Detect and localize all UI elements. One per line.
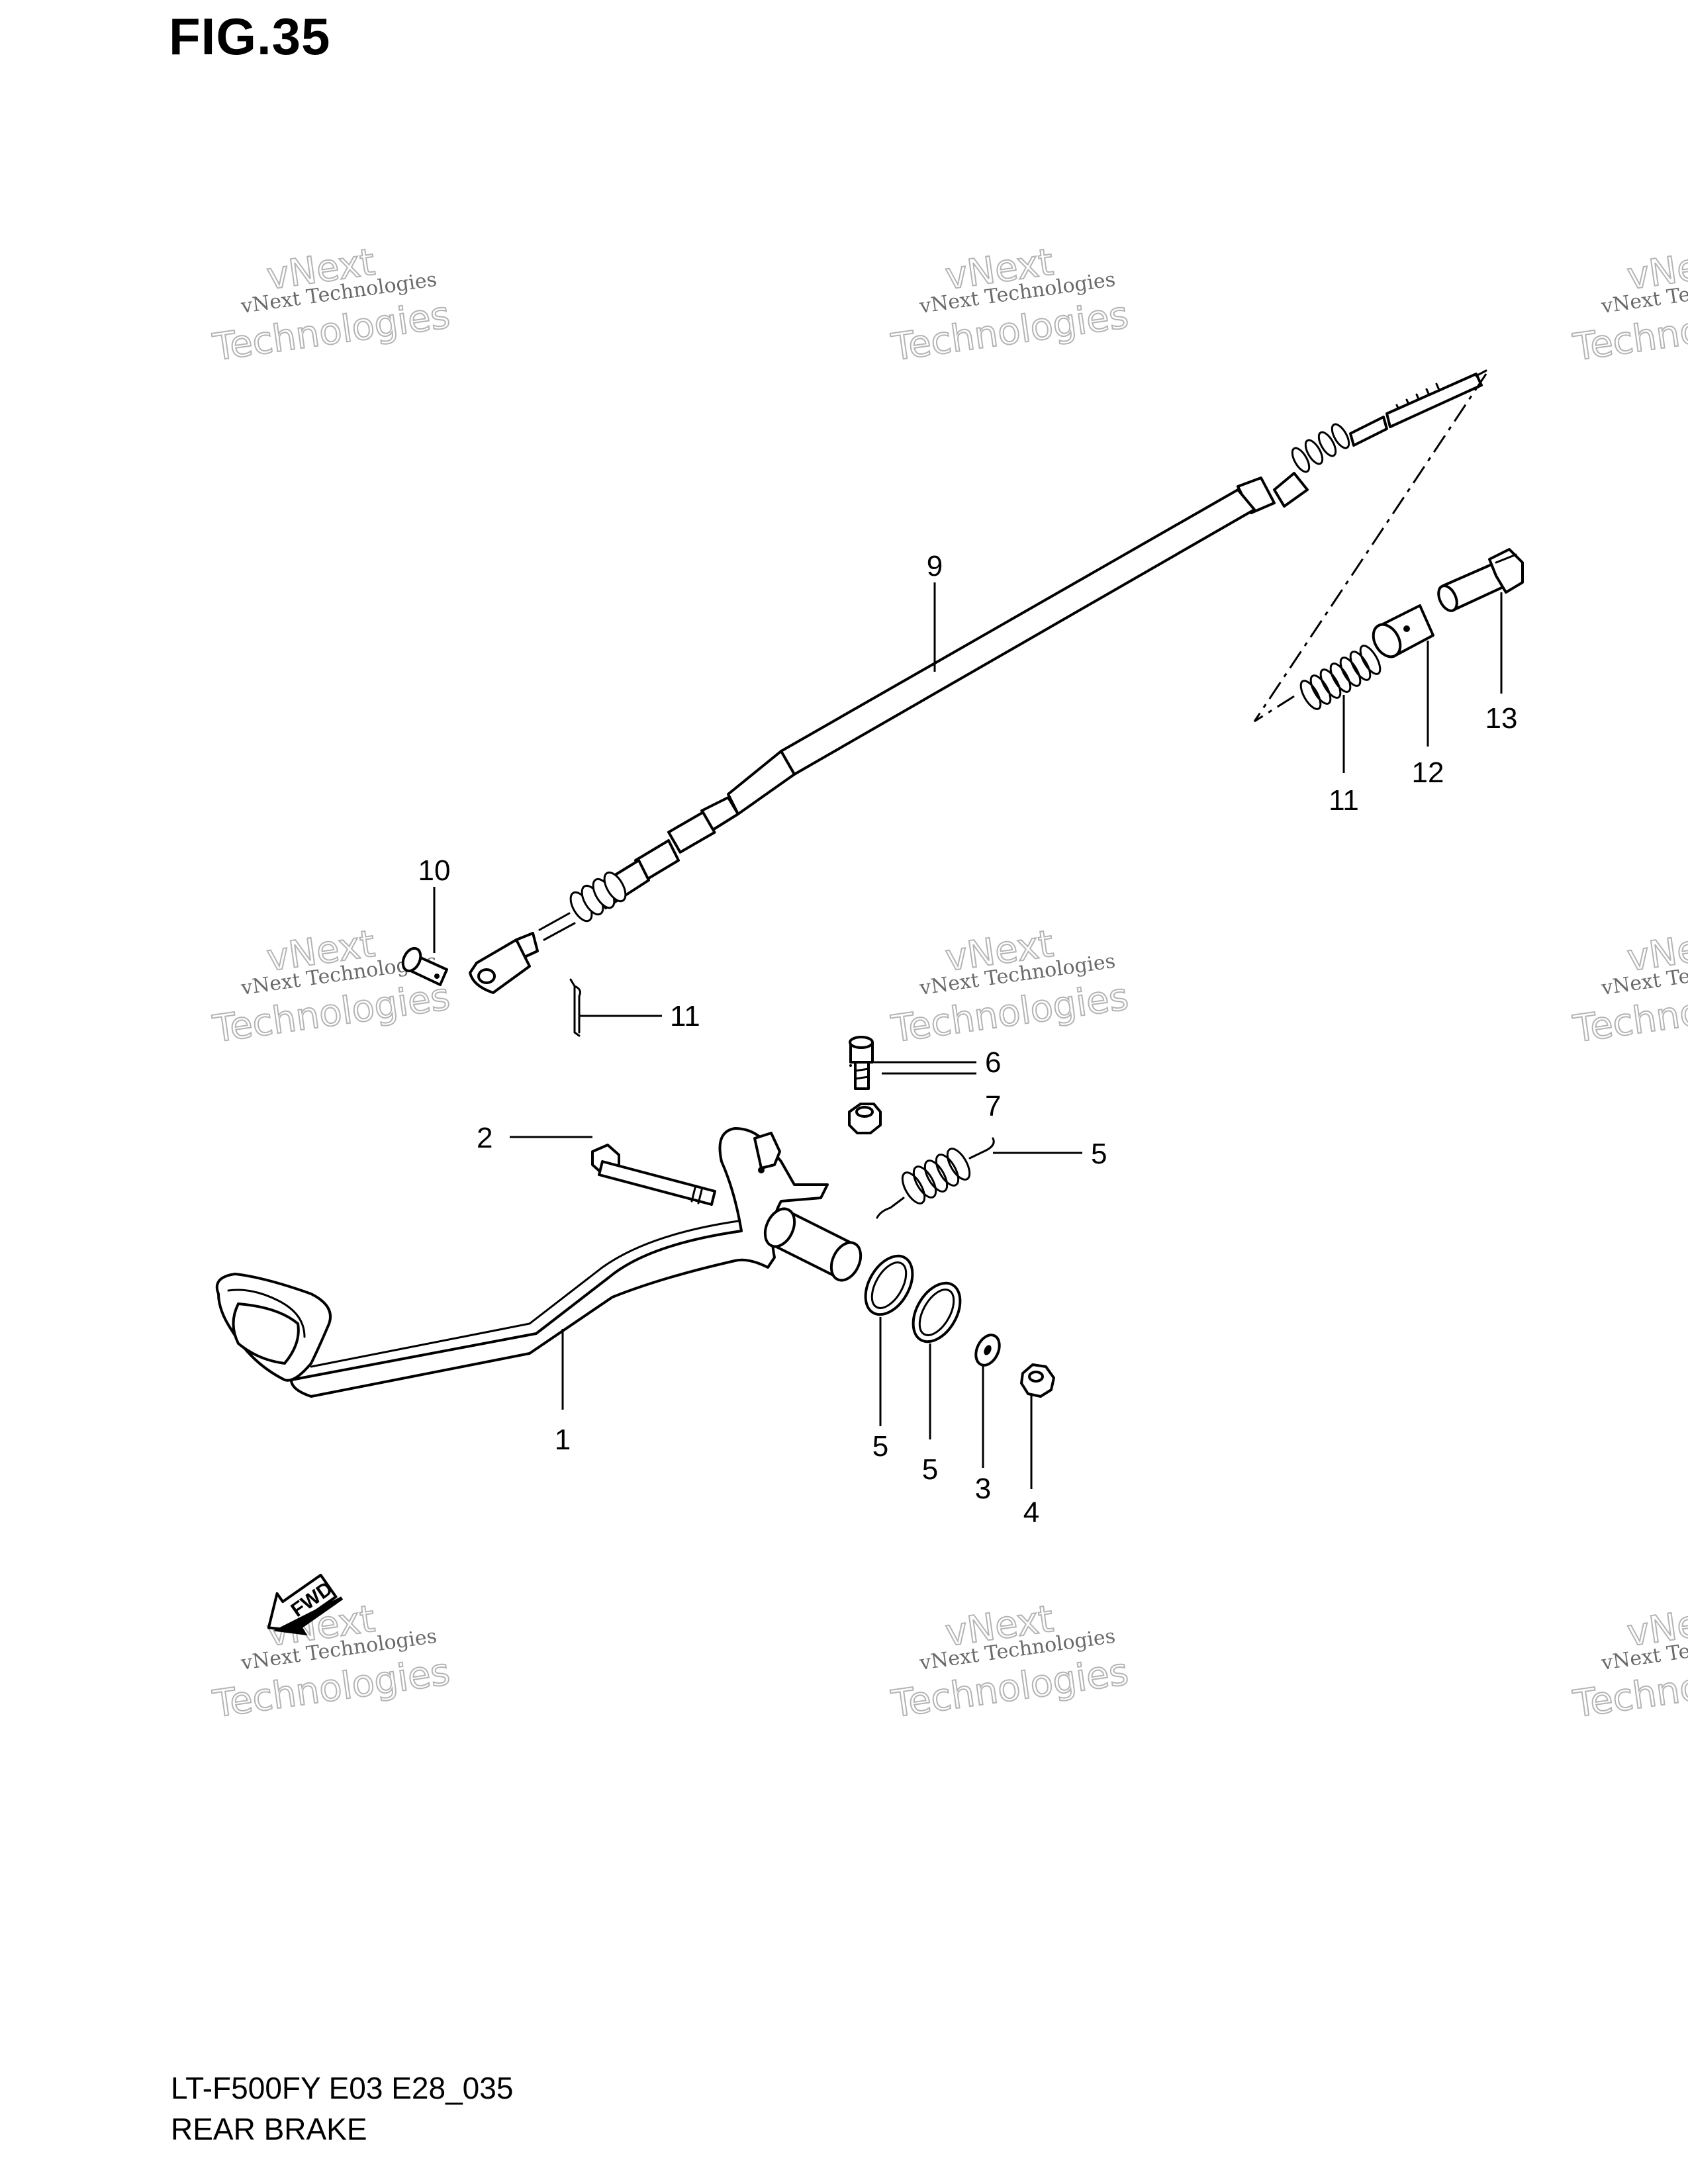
bolt [849,1036,874,1090]
model-code: LT-F500FY E03 E28_035 [171,2071,514,2105]
pivot-bolt [591,1144,716,1206]
watermark-text: vNext [1624,1598,1688,1655]
watermark-text: vNext [1624,241,1688,298]
cable-adjuster [1437,548,1524,612]
clevis-pin [401,946,448,986]
watermark-text: vNext [1624,923,1688,980]
section-name: REAR BRAKE [171,2112,367,2146]
cable-spring [1299,645,1382,710]
callout-11: 11 [670,1000,700,1032]
nut-4 [1020,1363,1055,1398]
assembly-line [1253,373,1487,723]
leader-lines [433,582,1503,1489]
brake-pedal [215,1127,863,1398]
figure-title: FIG.35 [169,7,331,66]
washer [974,1334,1001,1367]
cotter-pin [569,978,581,1037]
callout-7: 6 [985,1046,1001,1079]
callout-8: 7 [985,1090,1001,1122]
cable-collar [1372,604,1434,659]
callout-12: 11 [1329,784,1359,817]
callout-14: 13 [1485,702,1518,735]
brake-cable [469,369,1487,994]
callout-3: 3 [975,1473,991,1505]
return-spring [876,1137,995,1219]
o-ring-5b [912,1281,962,1343]
callout-labels: 9 10 11 6 7 2 5 11 12 13 1 5 5 3 4 [418,550,1518,1529]
callout-13: 12 [1412,756,1444,789]
cable-coil-upper [1291,423,1350,473]
callout-6: 5 [1091,1138,1107,1170]
callout-5a: 5 [872,1430,888,1463]
callout-9: 9 [927,550,943,582]
nut-8 [848,1064,882,1134]
watermark-group: vNext Technologies vNext Technologies vN… [209,240,1688,1727]
callout-2: 2 [477,1122,492,1154]
callout-5b: 5 [922,1453,938,1486]
callout-1: 1 [555,1424,571,1456]
cable-coil-lower [569,871,627,923]
o-ring-5a [864,1254,914,1316]
callout-4: 4 [1023,1496,1039,1529]
callout-10: 10 [418,854,451,887]
